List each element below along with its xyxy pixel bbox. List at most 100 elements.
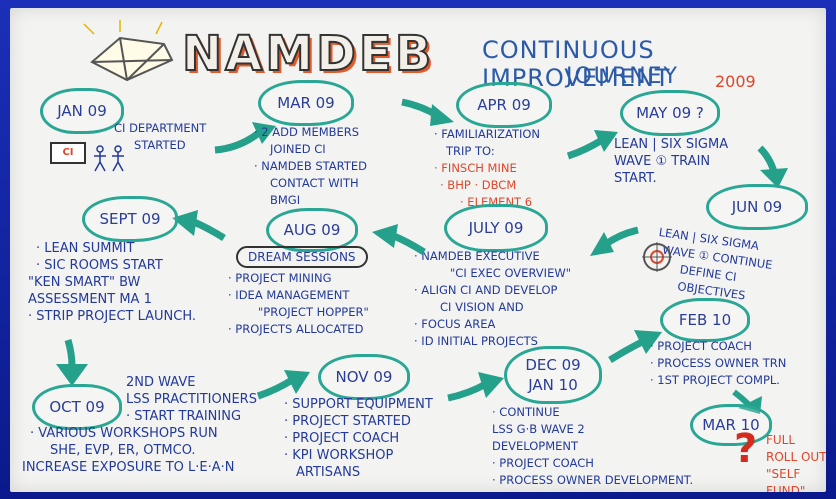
cloud-label: SEPT 09 (99, 210, 161, 228)
cloud-sep09: SEPT 09 (82, 196, 178, 242)
note-line: CONTACT WITH (270, 176, 359, 190)
cloud-label: JUN 09 (731, 198, 783, 216)
note-line: START. (614, 171, 657, 186)
arrow-icon (566, 130, 618, 160)
target-icon (642, 242, 672, 272)
note-line: · NAMDEB EXECUTIVE (414, 249, 540, 263)
note-line: · FAMILIARIZATION (434, 127, 541, 141)
note-line: · SIC ROOMS START (36, 258, 163, 273)
cloud-label: MAR 10 (702, 416, 760, 434)
note-line: · LEAN SUMMIT (36, 241, 135, 256)
title-continuous-improvement: CONTINUOUS IMPROVEMENT (482, 36, 671, 92)
note-line: FUND" (766, 484, 806, 492)
note-line: TRIP TO: (446, 144, 495, 158)
note-line: "KEN SMART" BW (28, 275, 141, 290)
note-line: · KPI WORKSHOP (284, 448, 394, 463)
title-journey: JOURNEY (566, 64, 679, 89)
ci-factory-badge: CI (50, 142, 86, 164)
note-line: · PROJECT COACH (492, 456, 594, 470)
note-line: · NAMDEB STARTED (254, 159, 367, 173)
cloud-label: JAN 09 (57, 102, 107, 120)
note-line: · PROJECTS ALLOCATED (228, 322, 364, 336)
cloud-label: AUG 09 (283, 221, 341, 239)
cloud-apr09: APR 09 (456, 82, 552, 128)
note-line: · ID INITIAL PROJECTS (414, 334, 538, 348)
arrow-icon (757, 145, 788, 188)
question-mark-icon: ? (734, 426, 758, 472)
cloud-mar10: MAR 10 (690, 404, 772, 446)
arrow-icon (608, 330, 662, 363)
note-mar10: FULL ROLL OUT "SELF FUND" (766, 432, 826, 492)
note-line: · ALIGN CI AND DEVELOP (414, 283, 558, 297)
cloud-feb10: FEB 10 (660, 298, 750, 342)
arrow-icon (214, 122, 276, 154)
note-feb10: · PROJECT COACH · PROCESS OWNER TRN · 1S… (650, 338, 786, 389)
note-line: "CI EXEC OVERVIEW" (450, 266, 571, 280)
note-line: · PROCESS OWNER TRN (650, 356, 787, 370)
note-line: JOINED CI (270, 142, 326, 156)
note-line: WAVE ① TRAIN (614, 154, 711, 169)
note-line: · PROJECT COACH (284, 431, 400, 446)
note-line: · 2 ADD MEMBERS (254, 125, 360, 139)
cloud-oct09: OCT 09 (32, 384, 122, 430)
arrow-icon (401, 98, 454, 126)
note-line: · IDEA MANAGEMENT (228, 288, 350, 302)
note-dec09: · CONTINUE LSS G·B WAVE 2 DEVELOPMENT · … (492, 404, 693, 489)
note-line: · STRIP PROJECT LAUNCH. (28, 309, 197, 324)
note-line: SHE, EVP, ER, OTMCo. (50, 443, 196, 458)
note-line: "PROJECT HOPPER" (258, 305, 369, 319)
note-line: · VARIOUS WORKSHOPS RUN (30, 426, 218, 441)
note-line: FULL (766, 433, 796, 447)
arrow-icon (256, 370, 310, 400)
note-line: 2ND WAVE (126, 375, 196, 390)
cloud-jun09: JUN 09 (706, 184, 808, 230)
note-sep09: · LEAN SUMMIT · SIC ROOMS START "KEN SMA… (28, 240, 196, 325)
note-line: · FOCUS AREA (414, 317, 496, 331)
note-line: · PROJECT COACH (650, 339, 752, 353)
note-line: ARTISANS (296, 465, 361, 480)
cloud-nov09: NOV 09 (318, 354, 410, 400)
note-line: LSS G·B WAVE 2 (492, 422, 585, 436)
note-oct09: 2ND WAVE LSS PRACTITIONERS · START TRAIN… (22, 374, 257, 476)
cloud-aug09: AUG 09 (266, 208, 358, 252)
note-aug09: · PROJECT MINING · IDEA MANAGEMENT "PROJ… (228, 270, 369, 338)
dream-sessions-label: DREAM SESSIONS (248, 250, 356, 264)
badge-text: CI (62, 147, 74, 158)
note-line: ROLL OUT (766, 450, 826, 464)
note-line: DEVELOPMENT (492, 439, 579, 453)
arrow-icon (447, 372, 504, 402)
title-year: 2009 (715, 72, 756, 91)
note-line-red: · FINSCH MINE (434, 161, 517, 175)
cloud-label: JULY 09 (468, 219, 524, 237)
cloud-label: MAR 09 (277, 94, 335, 112)
note-jul09: · NAMDEB EXECUTIVE "CI EXEC OVERVIEW" · … (414, 248, 571, 350)
note-line: · 1ST PROJECT COMPL. (650, 373, 780, 387)
cloud-label: MAY 09 ? (636, 104, 704, 122)
dream-sessions-box: DREAM SESSIONS (236, 246, 368, 268)
cloud-label: NOV 09 (335, 368, 393, 386)
note-line: · SUPPORT EQUIPMENT (284, 397, 433, 412)
cloud-label: APR 09 (477, 96, 531, 114)
note-line: ASSESSMENT MA 1 (28, 292, 152, 307)
note-mar09: · 2 ADD MEMBERS JOINED CI · NAMDEB START… (254, 124, 367, 209)
arrow-icon (590, 226, 639, 256)
cloud-dec09-jan10: DEC 09 JAN 10 (504, 346, 602, 404)
note-line: STARTED (134, 138, 186, 152)
note-jan09: CI DEPARTMENT STARTED (114, 120, 206, 154)
note-line: INCREASE EXPOSURE TO L·E·A·N (22, 460, 235, 475)
note-may09: LEAN | SIX SIGMA WAVE ① TRAIN START. (614, 136, 728, 187)
note-line: · PROJECT STARTED (284, 414, 411, 429)
note-line: BMGI (270, 193, 301, 207)
diamond-icon (83, 20, 174, 82)
arrow-icon (172, 210, 226, 241)
note-apr09: · FAMILIARIZATION TRIP TO: · FINSCH MINE… (434, 126, 540, 211)
note-line: · START TRAINING (126, 409, 242, 424)
note-line: · CONTINUE (492, 405, 560, 419)
note-line: CI VISION AND (440, 300, 524, 314)
note-line: "SELF (766, 467, 801, 481)
note-line: LEAN | SIX SIGMA (614, 137, 729, 152)
note-line-red: · BHP · DBCM (440, 178, 517, 192)
cloud-jan09: JAN 09 (40, 88, 124, 134)
cloud-label: DEC 09 JAN 10 (525, 356, 581, 394)
namdeb-logo-text: NAMDEB (181, 25, 435, 83)
